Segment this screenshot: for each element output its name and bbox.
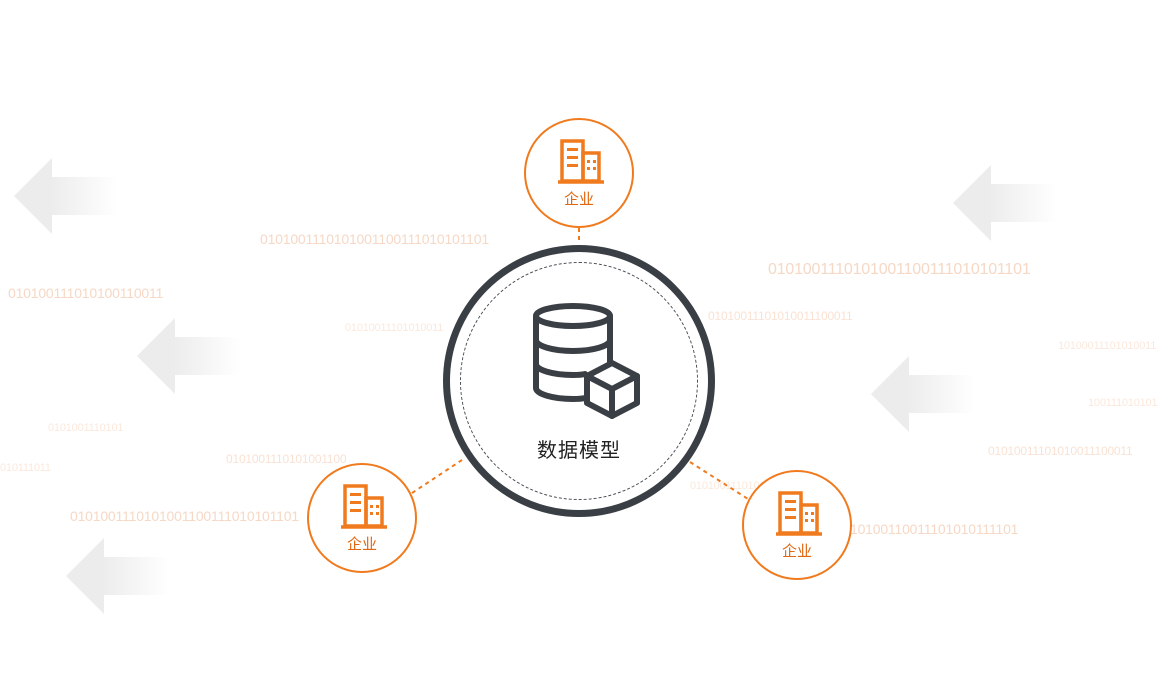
binary-text: 0101001110101 bbox=[690, 480, 766, 492]
enterprise-label: 企业 bbox=[346, 535, 377, 553]
dashed-inner-ring bbox=[460, 262, 698, 500]
enterprise-node-left: 企业 bbox=[307, 463, 417, 573]
binary-text: 10100011101010011 bbox=[1058, 340, 1157, 352]
connector-right bbox=[689, 461, 749, 500]
binary-text: 0101001110101001100111010101101 bbox=[768, 261, 1031, 278]
connector-left bbox=[411, 457, 466, 494]
binary-text: 0101001110101001100 bbox=[226, 452, 347, 466]
binary-text: 10100110011101010111101 bbox=[850, 521, 1019, 537]
left-arrow-decoration bbox=[953, 165, 1057, 241]
building-icon bbox=[341, 484, 387, 529]
binary-text: 0101001110101001100111010101101 bbox=[260, 231, 489, 247]
database-cube-icon bbox=[533, 303, 640, 419]
center-node-label: 数据模型 bbox=[537, 438, 621, 462]
data-model-node: 数据模型 bbox=[443, 245, 715, 517]
enterprise-label: 企业 bbox=[563, 190, 594, 208]
left-arrow-decoration bbox=[66, 538, 170, 614]
binary-text: 010100111010100110011 bbox=[8, 285, 164, 301]
binary-text: 010111011 bbox=[0, 462, 51, 474]
binary-text: 01010011101010011 bbox=[345, 322, 444, 334]
binary-text: 01010011101010011100011 bbox=[988, 444, 1133, 458]
binary-text: 0101001110101 bbox=[48, 422, 124, 434]
left-arrow-decoration bbox=[137, 318, 241, 394]
enterprise-label: 企业 bbox=[781, 542, 812, 560]
left-arrow-decoration bbox=[14, 158, 118, 234]
left-arrow-decoration bbox=[871, 356, 975, 432]
enterprise-node-right: 企业 bbox=[742, 470, 852, 580]
binary-text: 100111010101 bbox=[1088, 397, 1158, 409]
enterprise-node-top: 企业 bbox=[524, 118, 634, 228]
binary-text: 01010011101010011100011 bbox=[708, 309, 853, 323]
building-icon bbox=[558, 139, 604, 184]
binary-text: 0101001110101001100111010101101 bbox=[70, 508, 299, 524]
building-icon bbox=[776, 491, 822, 536]
